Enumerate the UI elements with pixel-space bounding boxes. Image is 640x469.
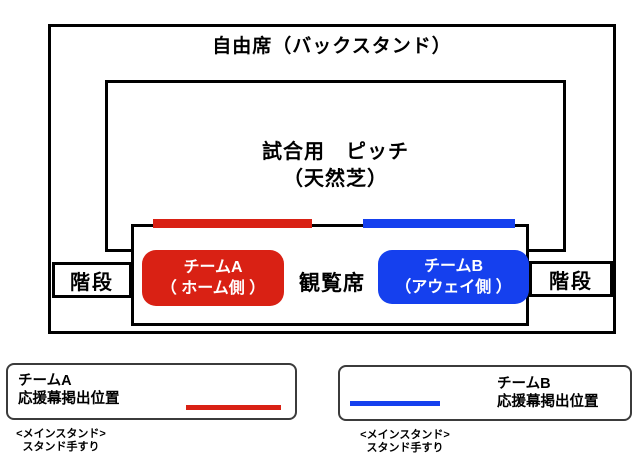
legend-team-a-name: チームA (18, 373, 72, 389)
team-a-zone: チームA （ ホーム側 ） (142, 250, 284, 306)
stairs-left: 階段 (52, 262, 132, 298)
team-b-banner-bar (363, 219, 515, 228)
team-b-zone-line1: チームB (423, 258, 484, 275)
legend-team-a-note: <メインスタンド> スタンド手すり (6, 428, 116, 454)
legend-team-a-note-line2: スタンド手すり (22, 441, 100, 453)
legend-team-a: チームA 応援幕掲出位置 (6, 363, 297, 420)
team-a-zone-line2: （ ホーム側 ） (160, 280, 266, 297)
legend-team-b-name: チームB (497, 376, 551, 392)
spectator-seats-label: 観覧席 (299, 272, 365, 295)
legend-team-b-text: チームB 応援幕掲出位置 (497, 376, 599, 411)
stairs-left-label: 階段 (70, 271, 114, 294)
legend-team-b-desc: 応援幕掲出位置 (497, 393, 599, 410)
pitch-label-line2: （天然芝） (283, 168, 388, 190)
legend-team-b: チームB 応援幕掲出位置 (338, 365, 632, 421)
legend-team-b-line-swatch (350, 401, 440, 406)
stairs-right-label: 階段 (549, 270, 593, 293)
legend-team-b-note-line2: スタンド手すり (366, 442, 444, 454)
legend-team-a-text: チームA 応援幕掲出位置 (18, 373, 120, 408)
pitch-label-line1: 試合用 ピッチ (262, 141, 409, 163)
legend-team-b-note: <メインスタンド> スタンド手すり (350, 429, 460, 455)
team-a-banner-bar (153, 219, 312, 228)
team-b-zone-line2: （アウェイ側 ） (395, 279, 512, 296)
legend-team-a-desc: 応援幕掲出位置 (18, 390, 120, 407)
legend-team-a-line-swatch (186, 405, 281, 410)
back-stand-label: 自由席（バックスタンド） (212, 36, 452, 57)
legend-team-b-note-line1: <メインスタンド> (360, 429, 450, 441)
stairs-right: 階段 (529, 261, 613, 297)
team-a-zone-line1: チームA (183, 259, 243, 276)
team-b-zone: チームB （アウェイ側 ） (378, 250, 529, 304)
legend-team-a-note-line1: <メインスタンド> (16, 428, 106, 440)
